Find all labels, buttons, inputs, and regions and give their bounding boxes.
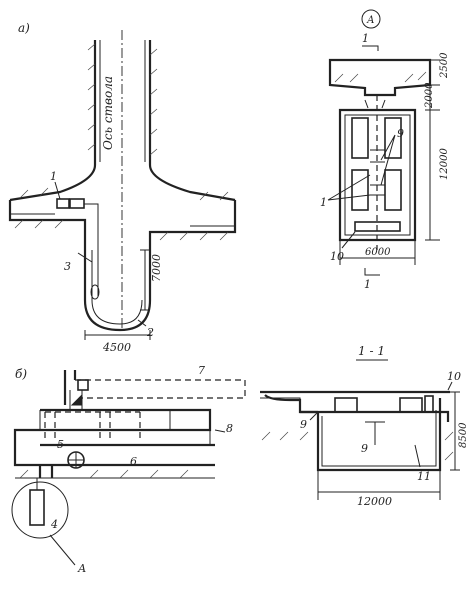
s-callout-11: 11 bbox=[417, 470, 431, 483]
section-1-1: 8500 12000 bbox=[260, 359, 469, 508]
panel-a-shaft: Ось ствола 7000 4500 bbox=[8, 30, 237, 354]
callout-2: 2 bbox=[146, 326, 154, 339]
callout-3: 3 bbox=[64, 260, 71, 273]
dim-top: 2500 bbox=[439, 52, 450, 79]
plan-callout-1: 1 bbox=[320, 196, 327, 209]
dim-middle: 2000 bbox=[424, 82, 435, 109]
plan-a-circle-label: А bbox=[366, 15, 375, 26]
dim-width: 4500 bbox=[102, 341, 131, 354]
b-callout-a: А bbox=[77, 562, 86, 575]
section-title: 1 - 1 bbox=[358, 344, 385, 358]
s-callout-9-left: 9 bbox=[300, 418, 307, 431]
s-callout-10: 10 bbox=[447, 370, 461, 383]
panel-b-chambers bbox=[11, 370, 246, 566]
dim-plan-width: 6000 bbox=[365, 247, 391, 258]
panel-a-plan: 2500 2000 12000 6000 bbox=[327, 9, 450, 276]
b-callout-4: 4 bbox=[50, 518, 58, 531]
b-callout-5: 5 bbox=[57, 438, 64, 451]
dim-depth: 7000 bbox=[150, 254, 163, 282]
plan-callout-10: 10 bbox=[330, 250, 344, 263]
panel-a-label: а) bbox=[18, 21, 30, 35]
panel-b-label: б) bbox=[15, 367, 27, 381]
b-callout-7: 7 bbox=[198, 364, 205, 377]
dim-section-length: 12000 bbox=[357, 495, 392, 508]
plan-section-mark-top: 1 bbox=[362, 32, 369, 45]
b-callout-6: 6 bbox=[130, 455, 137, 468]
plan-section-mark-bottom: 1 bbox=[364, 278, 371, 291]
callout-1: 1 bbox=[50, 170, 57, 183]
dim-total: 12000 bbox=[439, 148, 450, 180]
s-callout-9-center: 9 bbox=[361, 442, 368, 455]
plan-callout-9: 9 bbox=[397, 127, 404, 140]
shaft-axis-label: Ось ствола bbox=[101, 76, 115, 150]
dim-section-height: 8500 bbox=[458, 422, 469, 448]
b-callout-8: 8 bbox=[226, 422, 233, 435]
